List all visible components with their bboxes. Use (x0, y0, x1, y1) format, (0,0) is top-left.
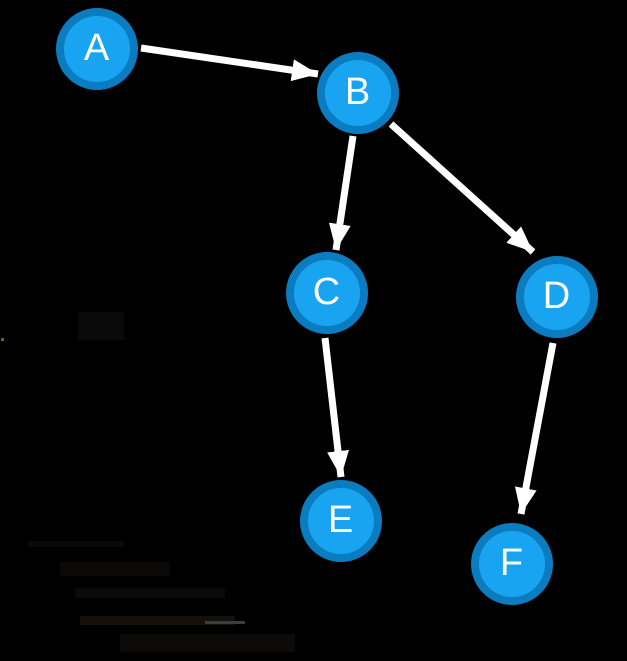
graph-node-B[interactable]: B (317, 52, 399, 134)
edge-C-E (321, 337, 349, 478)
graph-node-E[interactable]: E (300, 480, 382, 562)
edge-D-F (514, 342, 557, 515)
node-label: F (499, 542, 525, 584)
edge-B-C (328, 135, 357, 251)
edge-A-B (140, 44, 319, 82)
node-label: E (327, 499, 355, 541)
node-label: C (312, 271, 342, 313)
graph-node-D[interactable]: D (516, 256, 598, 338)
node-label: B (344, 71, 372, 113)
graph-node-A[interactable]: A (56, 8, 138, 90)
graph-node-C[interactable]: C (286, 252, 368, 334)
node-label: A (83, 27, 111, 69)
edge-B-D (388, 121, 536, 255)
graph-node-F[interactable]: F (471, 523, 553, 605)
node-label: D (542, 275, 572, 317)
